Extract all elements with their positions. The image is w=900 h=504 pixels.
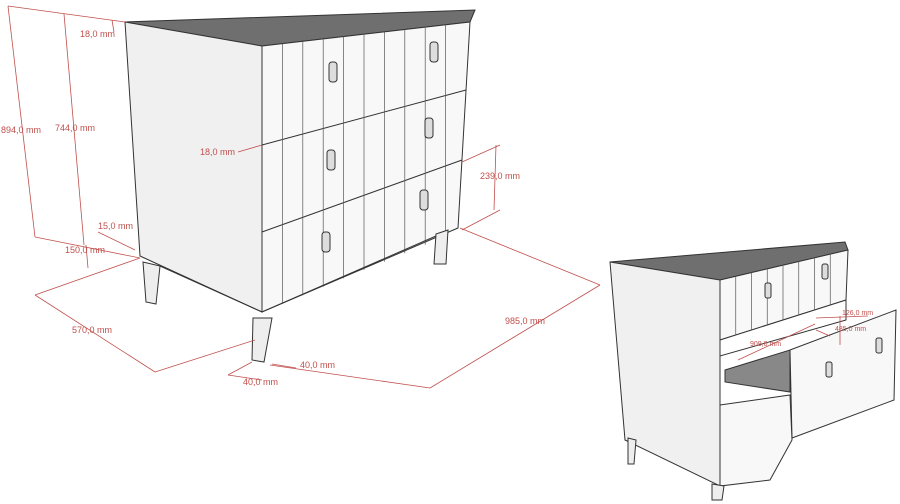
dim-leg-width: 40,0 mm (243, 377, 278, 387)
drawer-cavity (719, 299, 847, 357)
lower-drawer-front (719, 394, 793, 487)
handle (764, 282, 772, 299)
dim-depth: 570,0 mm (72, 325, 112, 335)
dim-drawer-height: 239,0 mm (480, 171, 520, 181)
handle (326, 149, 336, 171)
leg (251, 317, 273, 363)
dim-drawer-gap: 18,0 mm (200, 147, 235, 157)
handle (875, 337, 883, 354)
handle (321, 231, 331, 253)
dim-drawer-inner-height: 126,0 mm (842, 310, 873, 317)
handle (328, 61, 338, 83)
dim-bottom-thickness: 15,0 mm (98, 221, 133, 231)
small-dresser (609, 241, 897, 501)
small-side-face (609, 261, 721, 487)
open-drawer-bottom (724, 349, 791, 393)
dim-total-height: 894,0 mm (1, 125, 41, 135)
main-front-face (261, 21, 471, 313)
handle (821, 263, 829, 280)
main-dresser (124, 9, 476, 363)
dim-drawer-inner-width: 909,0 mm (750, 341, 781, 348)
handle (419, 189, 429, 211)
dimension-lines (7, 5, 601, 389)
dim-width: 985,0 mm (505, 316, 545, 326)
dim-leg-depth: 40,0 mm (300, 360, 335, 370)
dim-drawer-inner-depth: 485,0 mm (835, 326, 866, 333)
dim-leg-height: 150,0 mm (65, 245, 105, 255)
dim-top-thickness: 18,0 mm (80, 29, 115, 39)
dim-body-height: 744,0 mm (55, 123, 95, 133)
leg (627, 437, 637, 465)
handle (825, 361, 833, 378)
leg (711, 483, 725, 501)
leg (433, 229, 449, 265)
handle (429, 41, 439, 63)
open-drawer-front (789, 309, 897, 439)
leg (142, 261, 161, 305)
handle (424, 117, 434, 139)
